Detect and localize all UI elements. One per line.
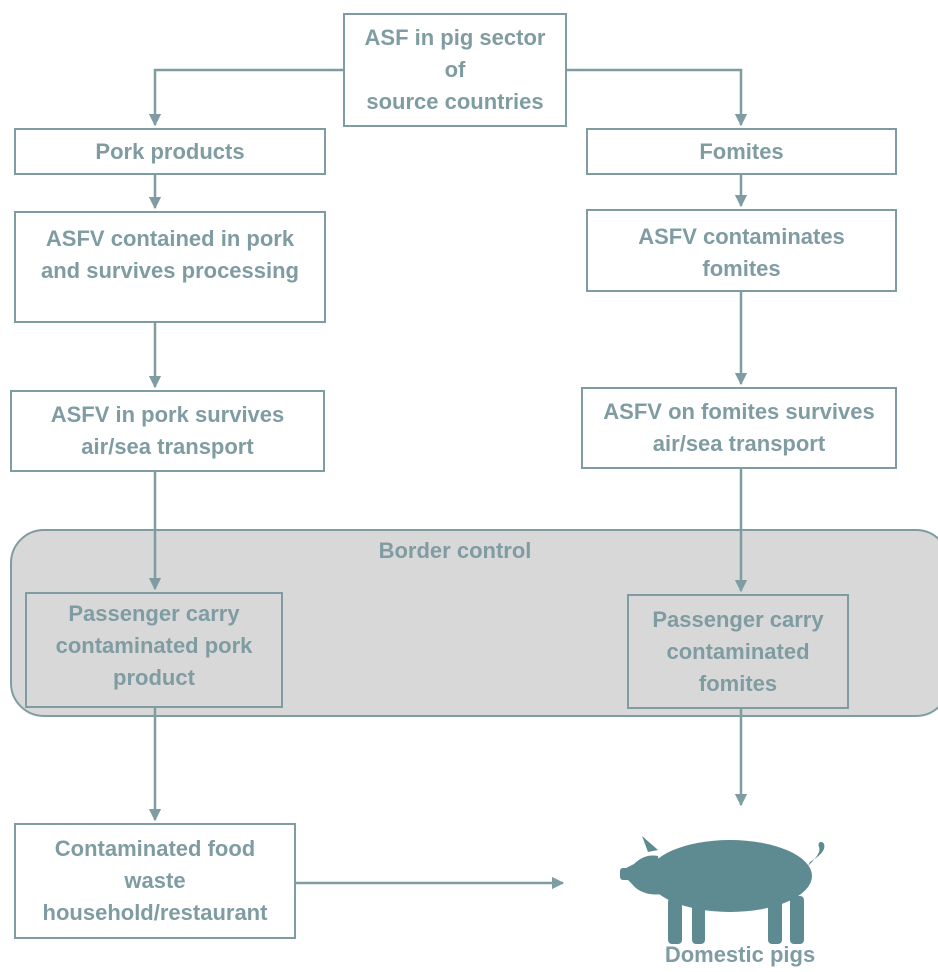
asfv-fomites-node: ASFV contaminates fomites [586, 209, 897, 292]
pig-caption: Domestic pigs [664, 942, 816, 967]
fomites-label: Fomites [699, 138, 784, 164]
source-line-3: source countries [366, 89, 544, 114]
food-waste-line-2: waste [124, 868, 186, 893]
fomites-transport-line-1: ASFV on fomites survives [603, 399, 875, 424]
food-waste-node: Contaminated food waste household/restau… [14, 823, 296, 939]
fomites-transport-node: ASFV on fomites survives air/sea transpo… [581, 387, 897, 469]
arrow-source-to-fomites [567, 68, 748, 127]
food-waste-line-3: household/restaurant [42, 900, 268, 925]
food-waste-line-1: Contaminated food [54, 836, 256, 861]
border-control-label: Border control [378, 538, 532, 563]
asfv-fomites-line-2: fomites [702, 256, 781, 281]
pork-transport-line-2: air/sea transport [81, 434, 254, 459]
arrow-source-to-pork-products [148, 68, 343, 127]
source-line-2: of [444, 57, 466, 82]
passenger-fomites-node: Passenger carry contaminated fomites [627, 594, 849, 709]
pork-transport-node: ASFV in pork survives air/sea transport [10, 390, 325, 472]
pork-products-node: Pork products [14, 128, 326, 175]
passenger-pork-line-1: Passenger carry [68, 601, 240, 626]
asfv-pork-line-1: ASFV contained in pork [45, 226, 295, 251]
passenger-pork-node: Passenger carry contaminated pork produc… [25, 592, 283, 708]
asfv-pork-line-2: and survives processing [41, 258, 299, 283]
passenger-fomites-line-2: contaminated [666, 638, 810, 664]
passenger-pork-line-2: contaminated pork [55, 633, 253, 658]
fomites-transport-line-2: air/sea transport [652, 431, 826, 456]
passenger-pork-line-3: product [113, 665, 195, 690]
asfv-pork-node: ASFV contained in pork and survives proc… [14, 211, 326, 323]
passenger-fomites-line-3: fomites [698, 670, 778, 696]
asfv-fomites-line-1: ASFV contaminates [638, 224, 845, 249]
source-node: ASF in pig sector of source countries [343, 13, 567, 127]
pork-products-label: Pork products [95, 138, 245, 164]
passenger-fomites-line-1: Passenger carry [652, 606, 824, 632]
source-line-1: ASF in pig sector [364, 25, 546, 50]
pork-transport-line-1: ASFV in pork survives [50, 402, 285, 427]
pig-icon [620, 836, 825, 944]
fomites-node: Fomites [586, 128, 897, 175]
